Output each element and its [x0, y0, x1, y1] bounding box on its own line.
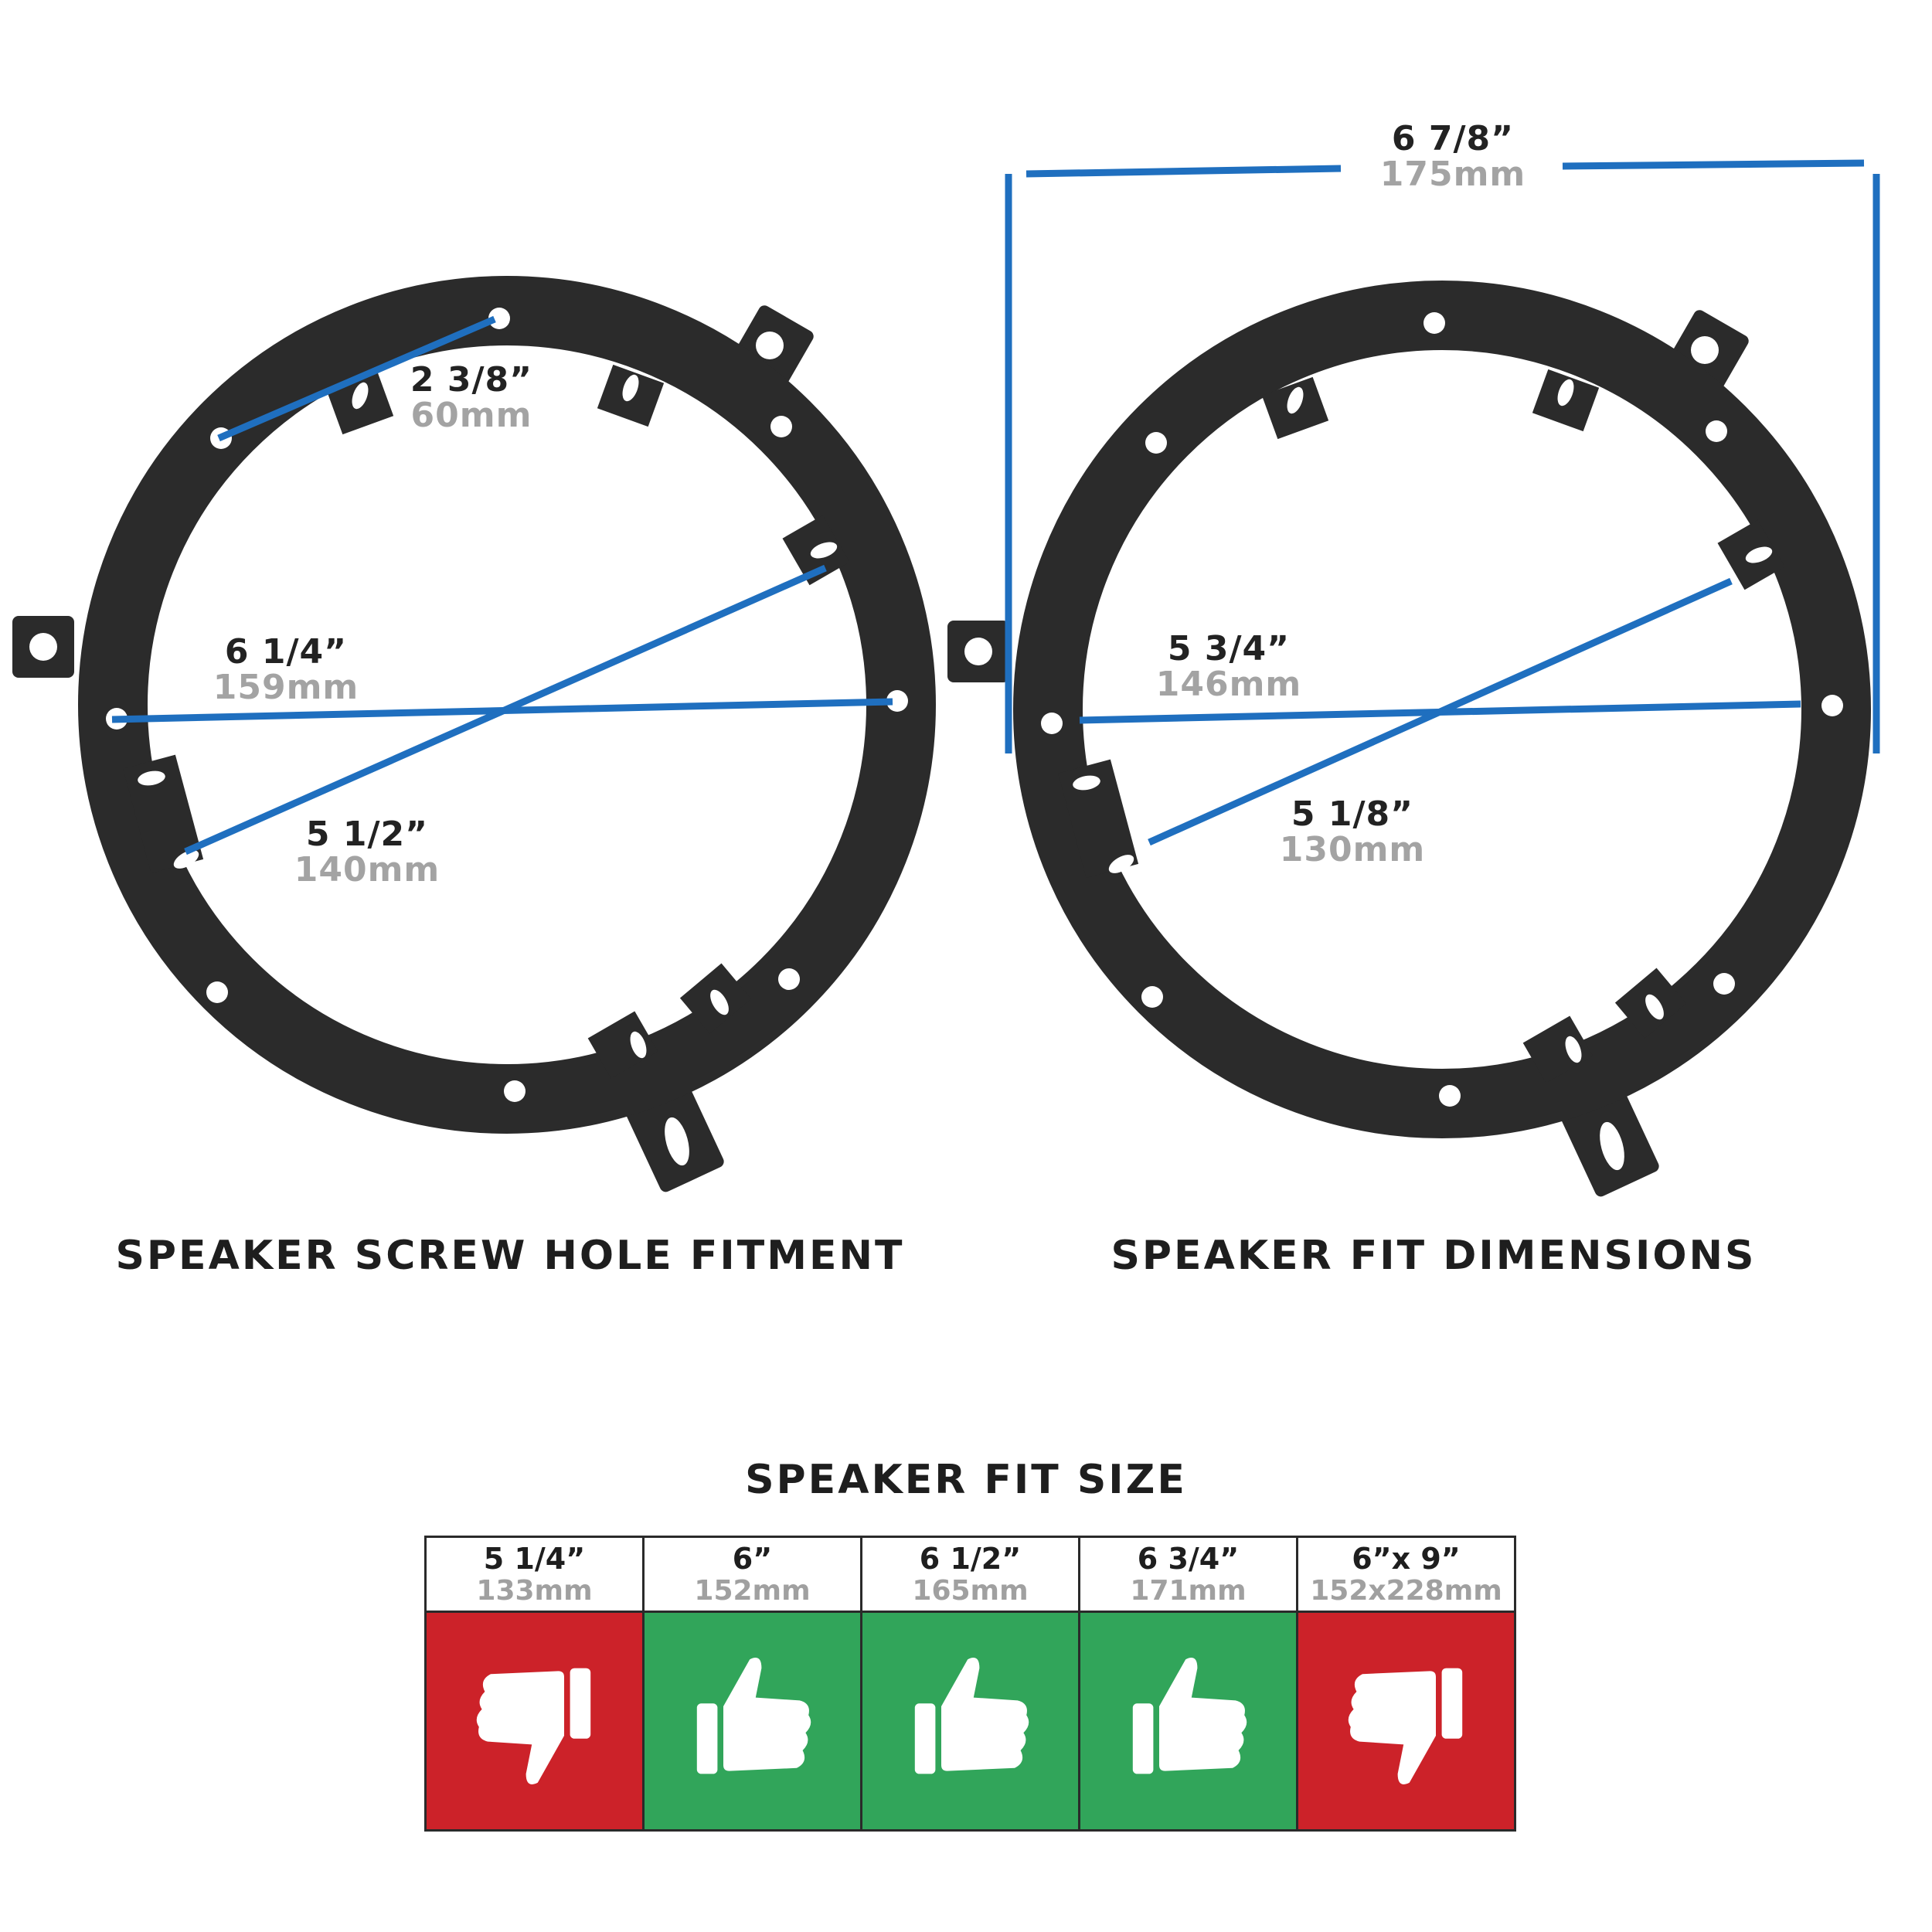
thumbs-up-icon: [1132, 1658, 1247, 1774]
measure-label-min-diameter: 5 1/8” 130mm: [1279, 794, 1426, 869]
fit-status-yes: [862, 1613, 1078, 1829]
fit-column-header: 6”x 9” 152x228mm: [1298, 1538, 1514, 1613]
measure-label-screw-spacing: 2 3/8” 60mm: [410, 360, 533, 435]
right-measure-lines: [1005, 159, 1880, 846]
fit-column: 6”x 9” 152x228mm: [1298, 1538, 1514, 1829]
speaker-fit-table: 5 1/4” 133mm 6” 152mm 6 1/2” 165mm 6 3/4…: [424, 1536, 1516, 1832]
thumbs-up-icon: [696, 1658, 811, 1774]
fit-column: 6” 152mm: [645, 1538, 862, 1829]
fit-column-header: 6” 152mm: [645, 1538, 860, 1613]
thumbs-down-icon: [476, 1668, 590, 1784]
measure-label-overall-width: 6 7/8” 175mm: [1379, 119, 1526, 194]
left-measure-lines: [111, 315, 893, 855]
measure-label-outer-holes: 6 1/4” 159mm: [213, 632, 359, 707]
fit-column: 6 1/2” 165mm: [862, 1538, 1080, 1829]
thumbs-up-icon: [914, 1658, 1029, 1774]
fit-status-yes: [1080, 1613, 1296, 1829]
fit-column-header: 6 3/4” 171mm: [1080, 1538, 1296, 1613]
measure-label-inner-holes: 5 1/2” 140mm: [294, 815, 440, 889]
fit-column-header: 6 1/2” 165mm: [862, 1538, 1078, 1613]
caption-screw-hole-fitment: SPEAKER SCREW HOLE FITMENT: [115, 1233, 905, 1279]
fit-table-title: SPEAKER FIT SIZE: [745, 1457, 1187, 1503]
fit-status-no: [427, 1613, 642, 1829]
measure-label-fit-diameter: 5 3/4” 146mm: [1155, 629, 1302, 704]
left-mounting-ring: [12, 303, 908, 1194]
thumbs-down-icon: [1348, 1668, 1462, 1784]
right-mounting-ring: [947, 308, 1843, 1199]
caption-fit-dimensions: SPEAKER FIT DIMENSIONS: [1111, 1233, 1757, 1279]
fit-column: 5 1/4” 133mm: [427, 1538, 645, 1829]
fit-column: 6 3/4” 171mm: [1080, 1538, 1298, 1829]
fit-status-no: [1298, 1613, 1514, 1829]
fit-column-header: 5 1/4” 133mm: [427, 1538, 642, 1613]
fit-status-yes: [645, 1613, 860, 1829]
